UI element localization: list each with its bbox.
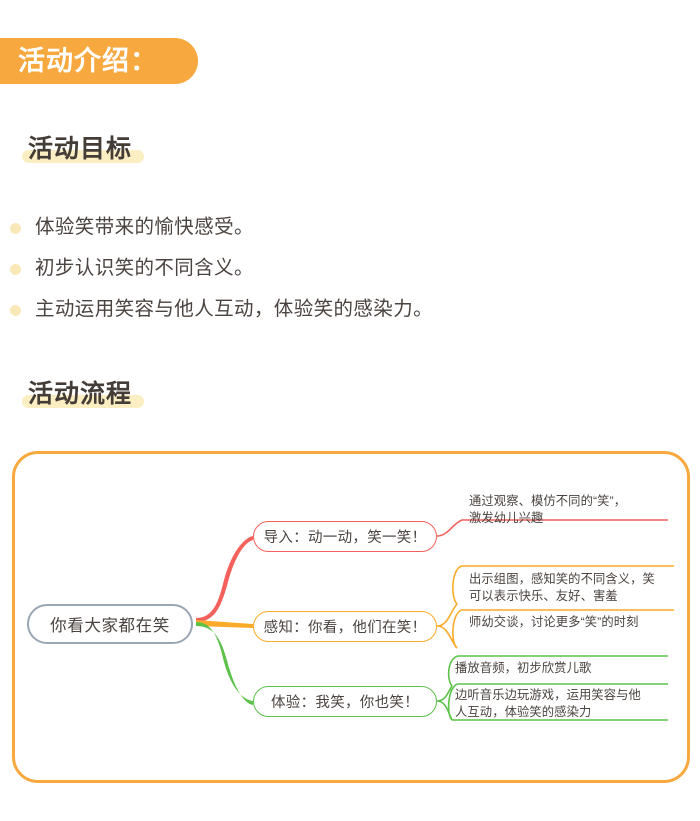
page-header-banner: 活动介绍： bbox=[0, 38, 198, 84]
section-heading-goals: 活动目标 bbox=[22, 135, 145, 164]
mindmap-container bbox=[12, 451, 690, 783]
goals-list: 体验笑带来的愉快感受。 初步认识笑的不同含义。 主动运用笑容与他人互动，体验笑的… bbox=[10, 209, 650, 332]
mindmap-leaf-text: 师幼交谈，讨论更多“笑”的时刻 bbox=[469, 615, 639, 629]
page-title: 活动介绍： bbox=[18, 45, 158, 76]
section-heading-flow-label: 活动流程 bbox=[28, 380, 133, 408]
list-item: 主动运用笑容与他人互动，体验笑的感染力。 bbox=[10, 291, 650, 329]
mindmap-branch-node-perceive[interactable]: 感知：你看，他们在笑！ bbox=[253, 611, 437, 642]
mindmap-branch-label: 导入：动一动，笑一笑！ bbox=[263, 530, 427, 546]
mindmap-branch-label: 体验：我笑，你也笑！ bbox=[271, 695, 419, 711]
mindmap-branch-node-experience[interactable]: 体验：我笑，你也笑！ bbox=[253, 686, 437, 717]
section-heading-goals-label: 活动目标 bbox=[28, 135, 133, 163]
mindmap-leaf-text: 通过观察、模仿不同的“笑”， 激发幼儿兴趣 bbox=[469, 494, 627, 526]
heading-highlight-bar bbox=[22, 149, 145, 163]
mindmap-root-label: 你看大家都在笑 bbox=[50, 617, 170, 635]
goal-text: 体验笑带来的愉快感受。 bbox=[35, 216, 254, 239]
goal-text: 初步认识笑的不同含义。 bbox=[35, 257, 254, 280]
goal-text: 主动运用笑容与他人互动，体验笑的感染力。 bbox=[35, 298, 434, 321]
list-item: 初步认识笑的不同含义。 bbox=[10, 250, 650, 288]
section-heading-flow: 活动流程 bbox=[22, 380, 145, 409]
mindmap-leaf-text: 出示组图，感知笑的不同含义，笑 可以表示快乐、友好、害羞 bbox=[469, 572, 655, 604]
mindmap-branch-label: 感知：你看，他们在笑！ bbox=[263, 620, 427, 636]
mindmap-leaf-text: 边听音乐边玩游戏，运用笑容与他 人互动，体验笑的感染力 bbox=[455, 688, 641, 720]
bullet-dot-icon bbox=[10, 304, 21, 316]
mindmap-root-node[interactable]: 你看大家都在笑 bbox=[27, 604, 193, 644]
bullet-dot-icon bbox=[10, 222, 21, 234]
mindmap-branch-node-import[interactable]: 导入：动一动，笑一笑！ bbox=[253, 521, 437, 552]
mindmap-leaf-text: 播放音频，初步欣赏儿歌 bbox=[455, 661, 592, 675]
bullet-dot-icon bbox=[10, 263, 21, 275]
list-item: 体验笑带来的愉快感受。 bbox=[10, 209, 650, 247]
heading-highlight-bar bbox=[22, 394, 145, 408]
